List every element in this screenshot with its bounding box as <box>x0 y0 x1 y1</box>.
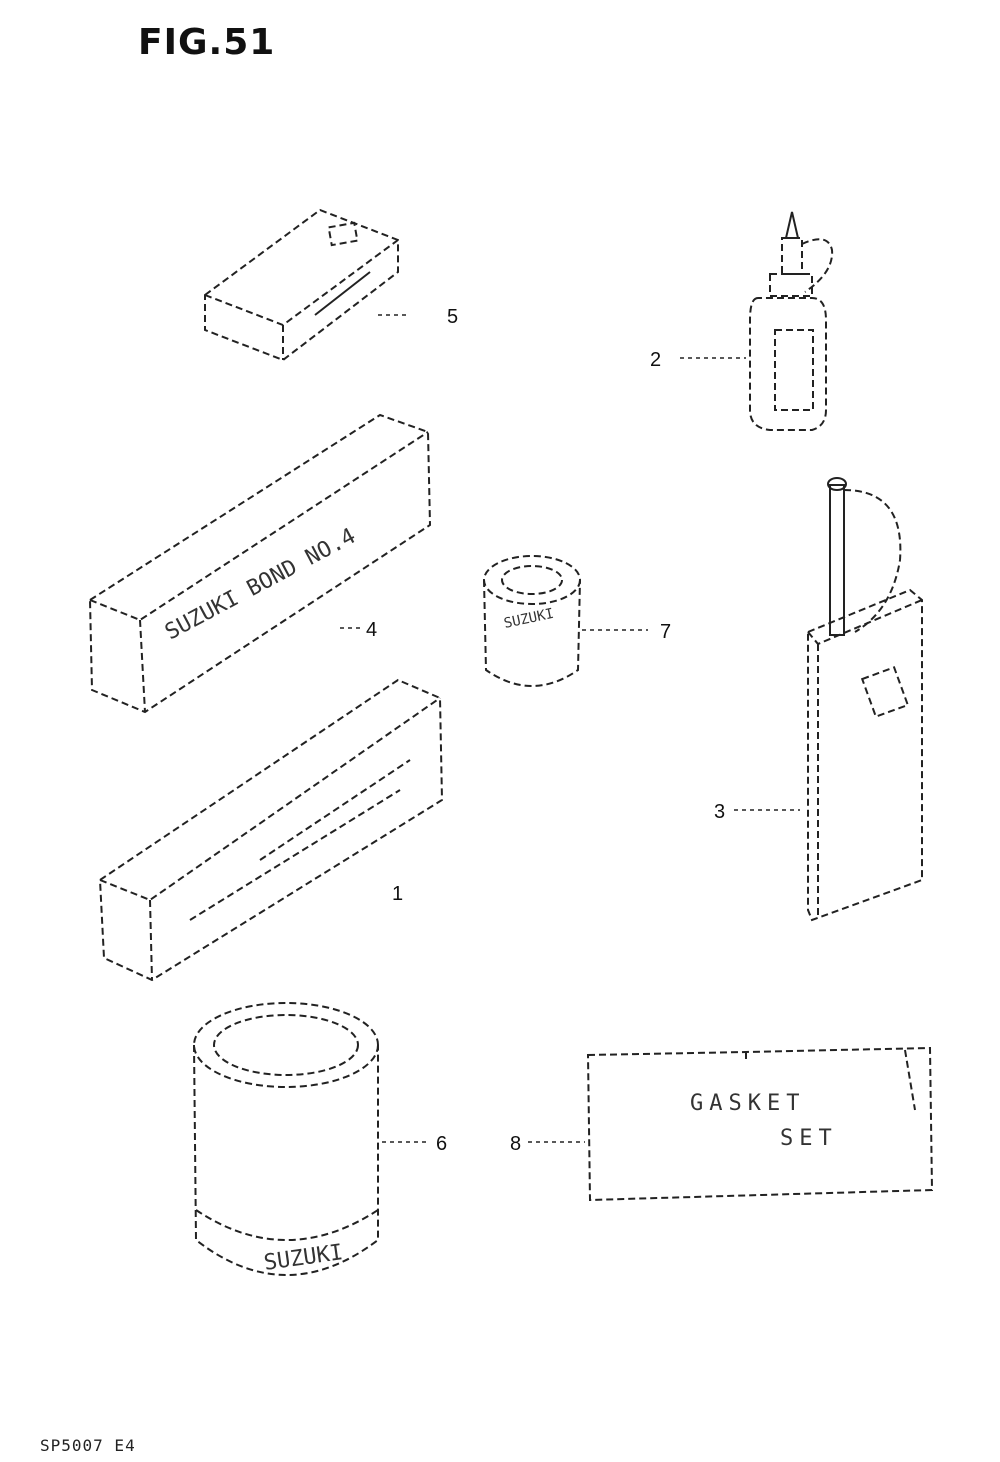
part-5-small-box <box>204 208 399 362</box>
callout-5: 5 <box>447 306 458 328</box>
callout-2: 2 <box>650 349 661 371</box>
gasket-label-line1: GASKET <box>690 1091 805 1116</box>
part-7-small-can: SUZUKI <box>483 555 581 687</box>
part-3-oil-can <box>807 477 923 922</box>
callout-8: 8 <box>510 1133 521 1155</box>
callout-7: 7 <box>660 621 671 643</box>
part-8-gasket-set: GASKET SET <box>586 1046 934 1202</box>
large-can-label: SUZUKI <box>262 1240 344 1276</box>
drawing-code: SP5007 E4 <box>40 1436 136 1455</box>
bond-box-label: SUZUKI BOND NO.4 <box>161 524 360 646</box>
figure-title: FIG.51 <box>138 22 276 63</box>
callout-1: 1 <box>392 883 403 905</box>
part-1-long-box <box>98 678 444 982</box>
callout-3: 3 <box>714 801 725 823</box>
gasket-label-line2: SET <box>780 1126 838 1151</box>
small-can-label: SUZUKI <box>503 606 556 632</box>
callout-4: 4 <box>366 619 377 641</box>
part-6-large-can: SUZUKI <box>193 1002 379 1276</box>
part-2-oil-bottle <box>749 211 834 431</box>
callout-6: 6 <box>436 1133 447 1155</box>
part-4-bond-box: SUZUKI BOND NO.4 <box>88 413 432 714</box>
